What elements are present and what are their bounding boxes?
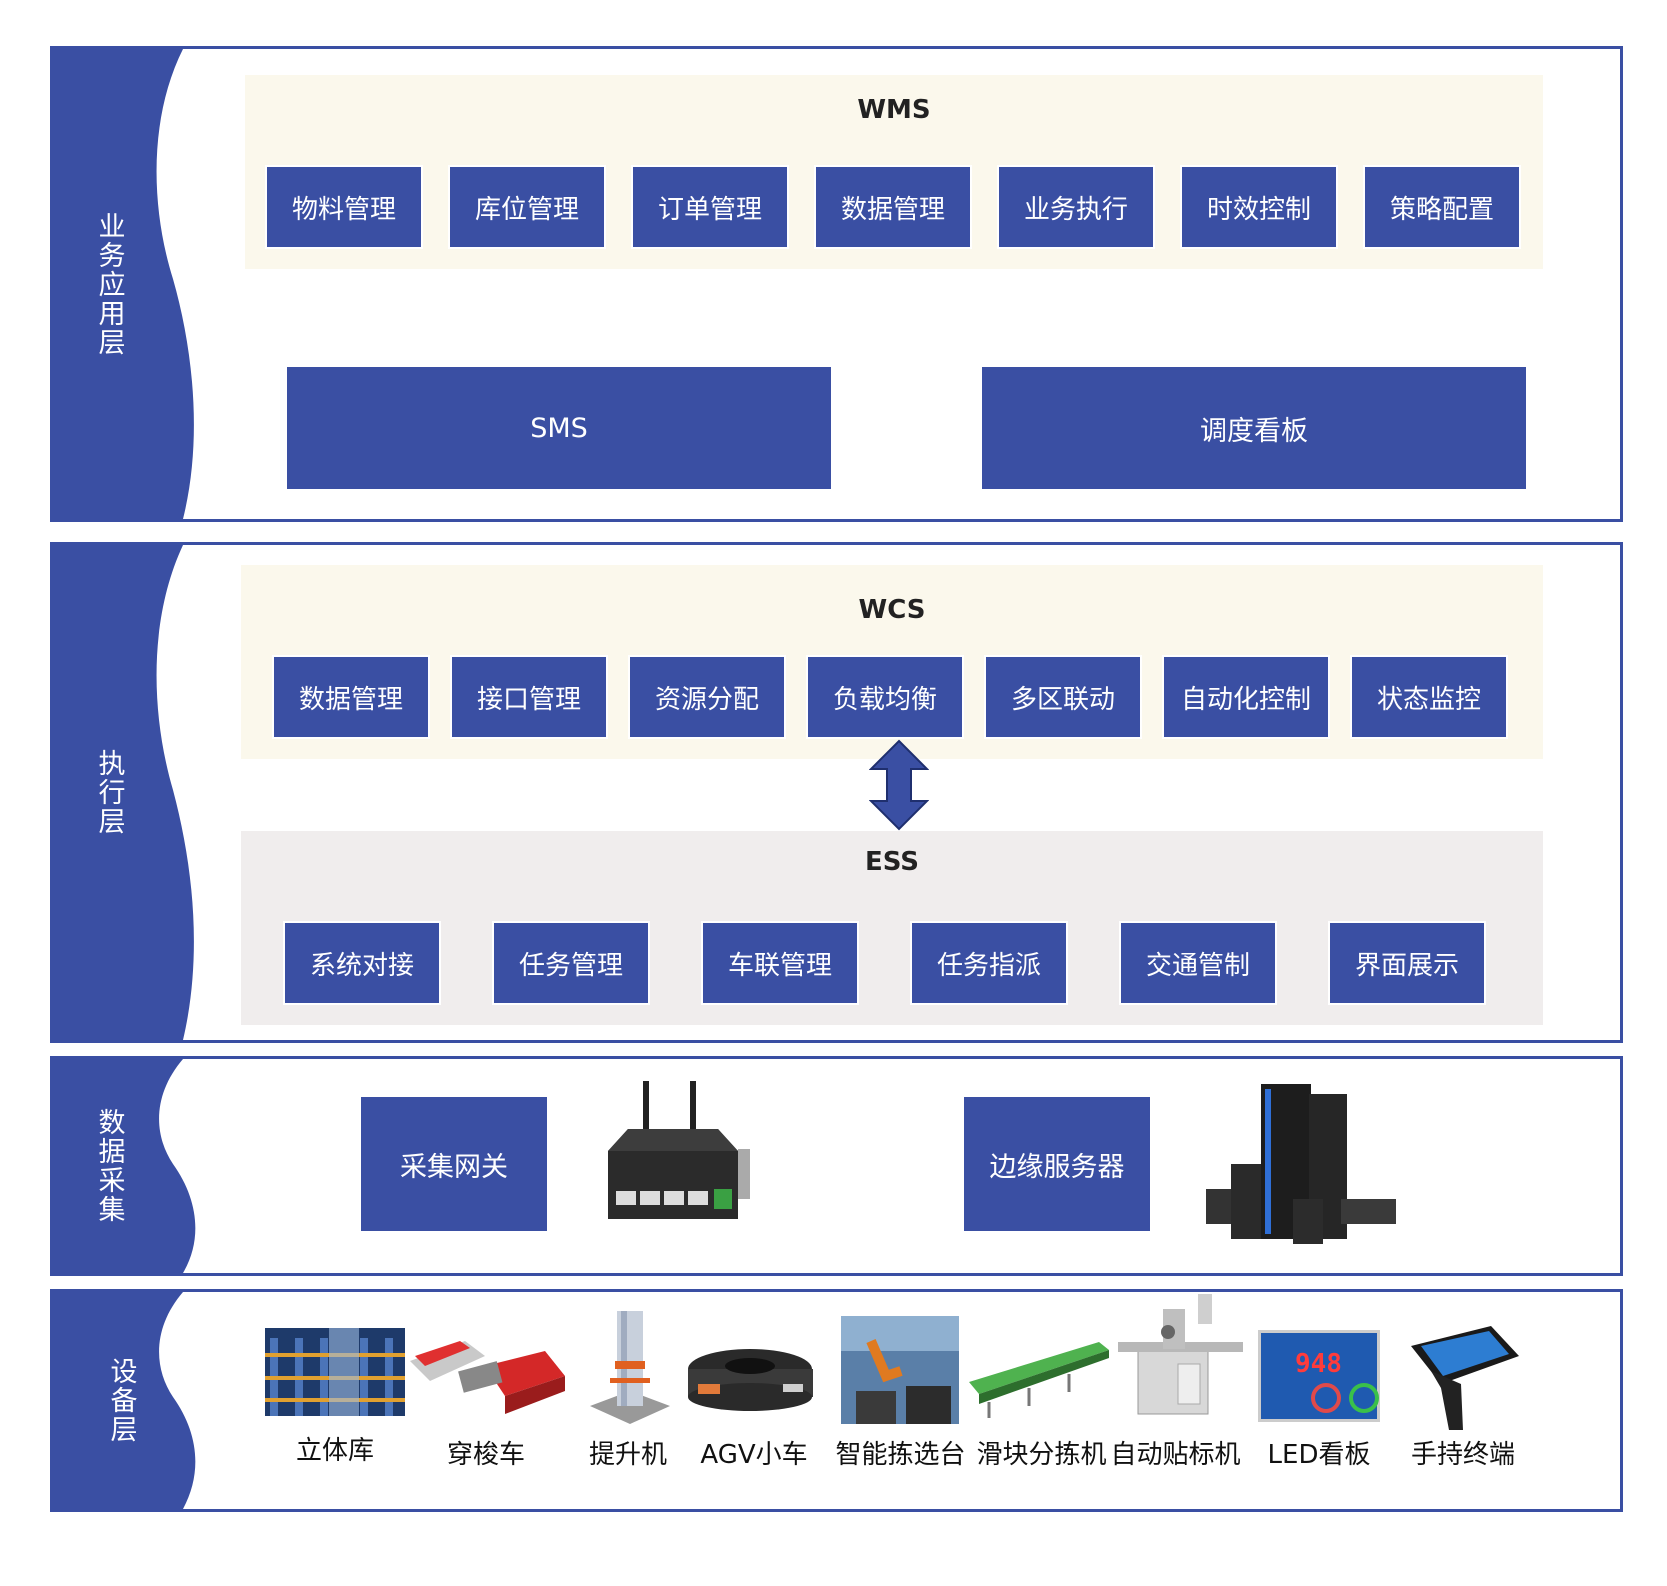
- lifter-image: [590, 1311, 670, 1424]
- ess-module-task-management[interactable]: 任务管理: [494, 923, 648, 1003]
- bidirectional-arrow-icon: [869, 739, 929, 831]
- device-label-sorter: 滑块分拣机: [976, 1440, 1107, 1470]
- wcs-panel: WCS 数据管理 接口管理 资源分配 负载均衡 多区联动 自动化控制 状态监控: [241, 565, 1543, 759]
- wms-title: WMS: [857, 95, 931, 125]
- wcs-module-data[interactable]: 数据管理: [274, 657, 428, 737]
- wcs-module-automation[interactable]: 自动化控制: [1164, 657, 1328, 737]
- device-label-picking-station: 智能拣选台: [835, 1440, 966, 1470]
- layer-label-business: 业务应用层: [53, 49, 203, 519]
- led-board-value: 948: [1295, 1349, 1342, 1379]
- sms-block[interactable]: SMS: [287, 367, 831, 489]
- layer-label-data: 数据采集: [53, 1059, 203, 1273]
- wcs-module-interface[interactable]: 接口管理: [452, 657, 606, 737]
- led-board-image: 948: [1258, 1330, 1380, 1422]
- picking-station-image: [841, 1316, 959, 1424]
- wms-panel: WMS 物料管理 库位管理 订单管理 数据管理 业务执行 时效控制 策略配置: [245, 75, 1543, 269]
- wms-module-timeliness[interactable]: 时效控制: [1182, 167, 1336, 247]
- layer-title: 执行层: [93, 749, 125, 836]
- device-label-labeler: 自动贴标机: [1110, 1440, 1241, 1470]
- server-rack-icon: [1206, 1084, 1396, 1244]
- edge-server-block[interactable]: 边缘服务器: [964, 1097, 1150, 1231]
- business-application-layer: 业务应用层 WMS 物料管理 库位管理 订单管理 数据管理 业务执行 时效控制 …: [50, 46, 1623, 522]
- warehouse-rack-image: [265, 1328, 405, 1416]
- layer-label-execution: 执行层: [53, 545, 203, 1040]
- device-label-lifter: 提升机: [588, 1440, 667, 1470]
- ess-module-traffic-control[interactable]: 交通管制: [1121, 923, 1275, 1003]
- wcs-title: WCS: [858, 595, 926, 625]
- led-gauge-icon: [1349, 1383, 1379, 1413]
- ess-title: ESS: [864, 847, 920, 877]
- device-label-warehouse: 立体库: [295, 1436, 374, 1466]
- wms-module-strategy[interactable]: 策略配置: [1365, 167, 1519, 247]
- device-label-shuttle: 穿梭车: [446, 1440, 525, 1470]
- dispatch-dashboard-block[interactable]: 调度看板: [982, 367, 1526, 489]
- wms-module-execution[interactable]: 业务执行: [999, 167, 1153, 247]
- wms-module-material[interactable]: 物料管理: [267, 167, 421, 247]
- layer-label-device: 设备层: [53, 1292, 203, 1509]
- led-gauge-icon: [1311, 1383, 1341, 1413]
- agv-image: [688, 1349, 813, 1411]
- shuttle-car-image: [410, 1341, 565, 1414]
- wms-module-location[interactable]: 库位管理: [450, 167, 604, 247]
- handheld-terminal-image: [1411, 1326, 1519, 1430]
- device-label-agv: AGV小车: [700, 1440, 808, 1470]
- layer-title: 数据采集: [93, 1108, 125, 1224]
- ess-module-task-dispatch[interactable]: 任务指派: [912, 923, 1066, 1003]
- ess-module-vehicle-network[interactable]: 车联管理: [703, 923, 857, 1003]
- wcs-module-resource[interactable]: 资源分配: [630, 657, 784, 737]
- device-label-handheld: 手持终端: [1410, 1440, 1515, 1470]
- wcs-module-load-balance[interactable]: 负载均衡: [808, 657, 962, 737]
- ess-module-ui-display[interactable]: 界面展示: [1330, 923, 1484, 1003]
- layer-title: 业务应用层: [93, 211, 125, 357]
- data-collection-layer: 数据采集 采集网关 边缘服务器: [50, 1056, 1623, 1276]
- sorter-image: [969, 1342, 1109, 1418]
- ess-panel: ESS 系统对接 任务管理 车联管理 任务指派 交通管制 界面展示: [241, 831, 1543, 1025]
- device-label-led: LED看板: [1267, 1440, 1371, 1470]
- collection-gateway-block[interactable]: 采集网关: [361, 1097, 547, 1231]
- execution-layer: 执行层 WCS 数据管理 接口管理 资源分配 负载均衡 多区联动 自动化控制 状…: [50, 542, 1623, 1043]
- gateway-device-icon: [608, 1081, 750, 1219]
- wcs-module-monitoring[interactable]: 状态监控: [1352, 657, 1506, 737]
- labeling-machine-image: [1118, 1294, 1243, 1415]
- wms-module-data[interactable]: 数据管理: [816, 167, 970, 247]
- device-layer: 设备层 立体库 穿梭车 提升机 AGV: [50, 1289, 1623, 1512]
- wcs-module-zone-linkage[interactable]: 多区联动: [986, 657, 1140, 737]
- layer-title: 设备层: [105, 1357, 137, 1444]
- ess-module-system-integration[interactable]: 系统对接: [285, 923, 439, 1003]
- wms-module-order[interactable]: 订单管理: [633, 167, 787, 247]
